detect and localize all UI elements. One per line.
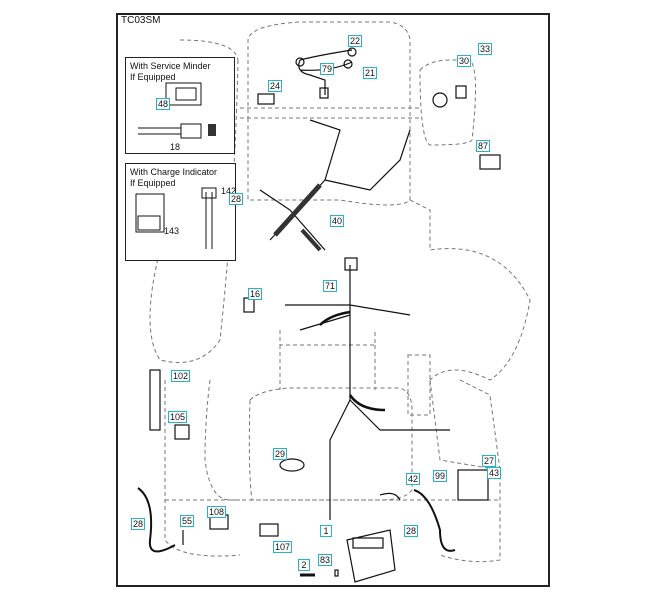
callout-24[interactable]: 24 xyxy=(268,80,283,92)
label-18: 18 xyxy=(170,142,181,152)
right-cable xyxy=(413,489,456,552)
rear-left-outline xyxy=(164,379,241,557)
part-102 xyxy=(149,369,161,431)
part-42 xyxy=(379,492,401,501)
callout-30[interactable]: 30 xyxy=(457,55,472,67)
callout-42[interactable]: 42 xyxy=(406,473,421,485)
callout-27[interactable]: 27 xyxy=(482,455,497,467)
black-cable-center xyxy=(319,310,351,326)
callout-28-right[interactable]: 28 xyxy=(404,525,419,537)
callout-16[interactable]: 16 xyxy=(248,288,263,300)
callout-105[interactable]: 105 xyxy=(168,411,188,423)
part-30 xyxy=(432,92,448,108)
callout-28-left[interactable]: 28 xyxy=(131,518,146,530)
hood-outline xyxy=(247,21,411,206)
battery xyxy=(346,529,396,583)
callout-2[interactable]: 2 xyxy=(298,559,310,571)
right-fender-outline xyxy=(409,199,531,381)
callout-21[interactable]: 21 xyxy=(363,67,378,79)
main-harness-40 xyxy=(259,119,411,251)
chassis-outline xyxy=(279,330,376,390)
inset-subtitle: If Equipped xyxy=(130,72,176,82)
callout-102[interactable]: 102 xyxy=(171,370,191,382)
center-branch xyxy=(285,304,411,331)
callout-55[interactable]: 55 xyxy=(180,515,195,527)
callout-28-top[interactable]: 28 xyxy=(229,193,244,205)
callout-107[interactable]: 107 xyxy=(273,541,293,553)
inset-title: With Charge Indicator xyxy=(130,167,218,177)
dash-panel-outline xyxy=(419,59,477,146)
part-105 xyxy=(174,424,190,440)
callout-22[interactable]: 22 xyxy=(348,35,363,47)
part-16 xyxy=(243,297,255,313)
callout-79[interactable]: 79 xyxy=(320,63,335,75)
callout-83[interactable]: 83 xyxy=(318,554,333,566)
seat-area-outline xyxy=(248,387,413,501)
callout-29[interactable]: 29 xyxy=(273,448,288,460)
part-83 xyxy=(334,569,339,577)
diagram-frame xyxy=(116,13,550,587)
callout-1[interactable]: 1 xyxy=(320,525,332,537)
harness-loom-2 xyxy=(300,228,322,252)
callout-43[interactable]: 43 xyxy=(487,467,502,479)
inset-subtitle: If Equipped xyxy=(130,178,176,188)
left-fender-outline xyxy=(149,59,239,363)
left-cable xyxy=(137,487,176,553)
black-cable-lower xyxy=(348,394,386,412)
label-142: 142 xyxy=(221,186,237,196)
charge-indicator-art xyxy=(135,187,217,249)
part-87 xyxy=(479,154,501,170)
callout-71[interactable]: 71 xyxy=(323,280,338,292)
service-minder-art xyxy=(138,82,216,139)
harness-loom xyxy=(273,183,322,237)
callout-48[interactable]: 48 xyxy=(156,98,171,110)
callout-33[interactable]: 33 xyxy=(478,43,493,55)
charge-indicator-inset: With Charge Indicator If Equipped 142 14… xyxy=(125,163,236,261)
callout-108[interactable]: 108 xyxy=(207,506,227,518)
shift-console xyxy=(407,354,431,416)
callout-99[interactable]: 99 xyxy=(433,470,448,482)
part-33 xyxy=(455,85,467,99)
part-29 xyxy=(279,458,305,472)
hood-line xyxy=(240,107,420,119)
left-arm-line xyxy=(179,39,239,61)
part-43 xyxy=(457,469,489,501)
inset-title: With Service Minder xyxy=(130,61,211,71)
center-harness-71 xyxy=(329,265,450,520)
callout-40[interactable]: 40 xyxy=(330,215,345,227)
rear-right-outline xyxy=(429,379,501,563)
callout-87[interactable]: 87 xyxy=(476,140,491,152)
service-minder-inset: With Service Minder If Equipped 48 18 xyxy=(125,57,235,154)
diagram-code: TC03SM xyxy=(121,15,161,26)
part-107 xyxy=(259,523,279,537)
label-143: 143 xyxy=(164,226,180,236)
part-24 xyxy=(257,93,275,105)
